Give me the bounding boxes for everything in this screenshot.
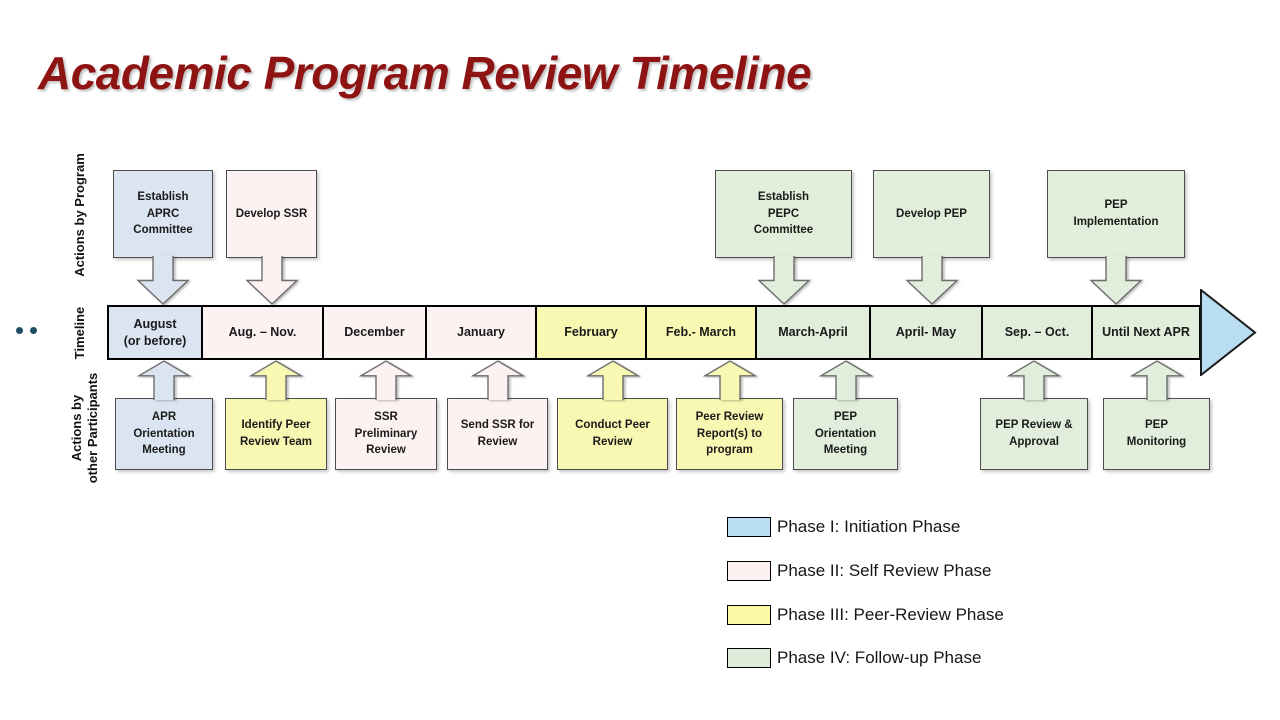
timeline-cell-until-next-apr: Until Next APR <box>1091 305 1201 360</box>
up-arrow-icon <box>1130 360 1184 400</box>
up-arrow-icon <box>819 360 873 400</box>
action-box: PEP Review & Approval <box>980 398 1088 470</box>
timeline-cell-sep-oct: Sep. – Oct. <box>981 305 1093 360</box>
action-box: PEP Orientation Meeting <box>793 398 898 470</box>
down-arrow-icon <box>245 256 299 305</box>
bottom-action-identify-peer-review-team: Identify Peer Review Team <box>225 360 327 470</box>
bottom-action-pep-monitoring: PEP Monitoring <box>1103 360 1210 470</box>
bottom-action-apr-orientation-meeting: APR Orientation Meeting <box>115 360 213 470</box>
timeline-cell-march-april: March-April <box>755 305 871 360</box>
side-label-actions-by-other-participants: Actions by other Participants <box>69 353 101 503</box>
bottom-action-pep-review-approval: PEP Review & Approval <box>980 360 1088 470</box>
action-box: Develop PEP <box>873 170 990 258</box>
legend-swatch <box>727 605 771 625</box>
timeline-cell-december: December <box>322 305 427 360</box>
top-action-establish-pepc-committee: Establish PEPC Committee <box>715 170 852 305</box>
action-box: Peer Review Report(s) to program <box>676 398 783 470</box>
bottom-action-ssr-preliminary-review: SSR Preliminary Review <box>335 360 437 470</box>
action-box: Develop SSR <box>226 170 317 258</box>
up-arrow-icon <box>137 360 191 400</box>
timeline-cell-february: February <box>535 305 647 360</box>
down-arrow-icon <box>757 256 811 305</box>
legend-swatch <box>727 517 771 537</box>
legend-swatch <box>727 561 771 581</box>
down-arrow-icon <box>1089 256 1143 305</box>
action-box: APR Orientation Meeting <box>115 398 213 470</box>
legend-item-phase-3: Phase III: Peer-Review Phase <box>727 604 1004 626</box>
dot-icon <box>16 327 23 334</box>
legend-label: Phase I: Initiation Phase <box>777 517 961 536</box>
action-box: Identify Peer Review Team <box>225 398 327 470</box>
up-arrow-icon <box>586 360 640 400</box>
action-box: Send SSR for Review <box>447 398 548 470</box>
timeline-cell-aug-nov: Aug. – Nov. <box>201 305 324 360</box>
action-box: SSR Preliminary Review <box>335 398 437 470</box>
up-arrow-icon <box>249 360 303 400</box>
action-box: Establish APRC Committee <box>113 170 213 258</box>
top-action-develop-pep: Develop PEP <box>873 170 990 305</box>
timeline-forward-arrow-icon <box>1200 289 1257 376</box>
action-box: PEP Monitoring <box>1103 398 1210 470</box>
side-label-line: other Participants <box>85 372 100 484</box>
bottom-action-send-ssr-for-review: Send SSR for Review <box>447 360 548 470</box>
action-box: PEP Implementation <box>1047 170 1185 258</box>
legend-label: Phase III: Peer-Review Phase <box>777 605 1004 624</box>
legend-swatch <box>727 648 771 668</box>
bottom-action-peer-review-report-to-program: Peer Review Report(s) to program <box>676 360 783 470</box>
up-arrow-icon <box>1007 360 1061 400</box>
page-title: Academic Program Review Timeline <box>38 47 812 99</box>
timeline-cell-april-may: April- May <box>869 305 983 360</box>
legend-item-phase-1: Phase I: Initiation Phase <box>727 516 960 538</box>
top-action-develop-ssr: Develop SSR <box>226 170 317 305</box>
legend-label: Phase IV: Follow-up Phase <box>777 648 982 667</box>
timeline-cell-january: January <box>425 305 537 360</box>
up-arrow-icon <box>359 360 413 400</box>
legend-item-phase-2: Phase II: Self Review Phase <box>727 560 992 582</box>
legend-label: Phase II: Self Review Phase <box>777 561 992 580</box>
dot-icon <box>30 327 37 334</box>
action-box: Conduct Peer Review <box>557 398 668 470</box>
top-action-establish-aprc-committee: Establish APRC Committee <box>113 170 213 305</box>
timeline-cell-august: August (or before) <box>107 305 203 360</box>
action-box: Establish PEPC Committee <box>715 170 852 258</box>
up-arrow-icon <box>703 360 757 400</box>
down-arrow-icon <box>905 256 959 305</box>
timeline-bar: August (or before) Aug. – Nov. December … <box>107 305 1201 360</box>
bottom-action-conduct-peer-review: Conduct Peer Review <box>557 360 668 470</box>
top-action-pep-implementation: PEP Implementation <box>1047 170 1185 305</box>
side-label-line: Actions by <box>69 394 84 462</box>
slide-bullet-dots <box>16 327 37 334</box>
bottom-action-pep-orientation-meeting: PEP Orientation Meeting <box>793 360 898 470</box>
timeline-cell-feb-march: Feb.- March <box>645 305 757 360</box>
down-arrow-icon <box>136 256 190 305</box>
legend-item-phase-4: Phase IV: Follow-up Phase <box>727 647 981 669</box>
up-arrow-icon <box>471 360 525 400</box>
